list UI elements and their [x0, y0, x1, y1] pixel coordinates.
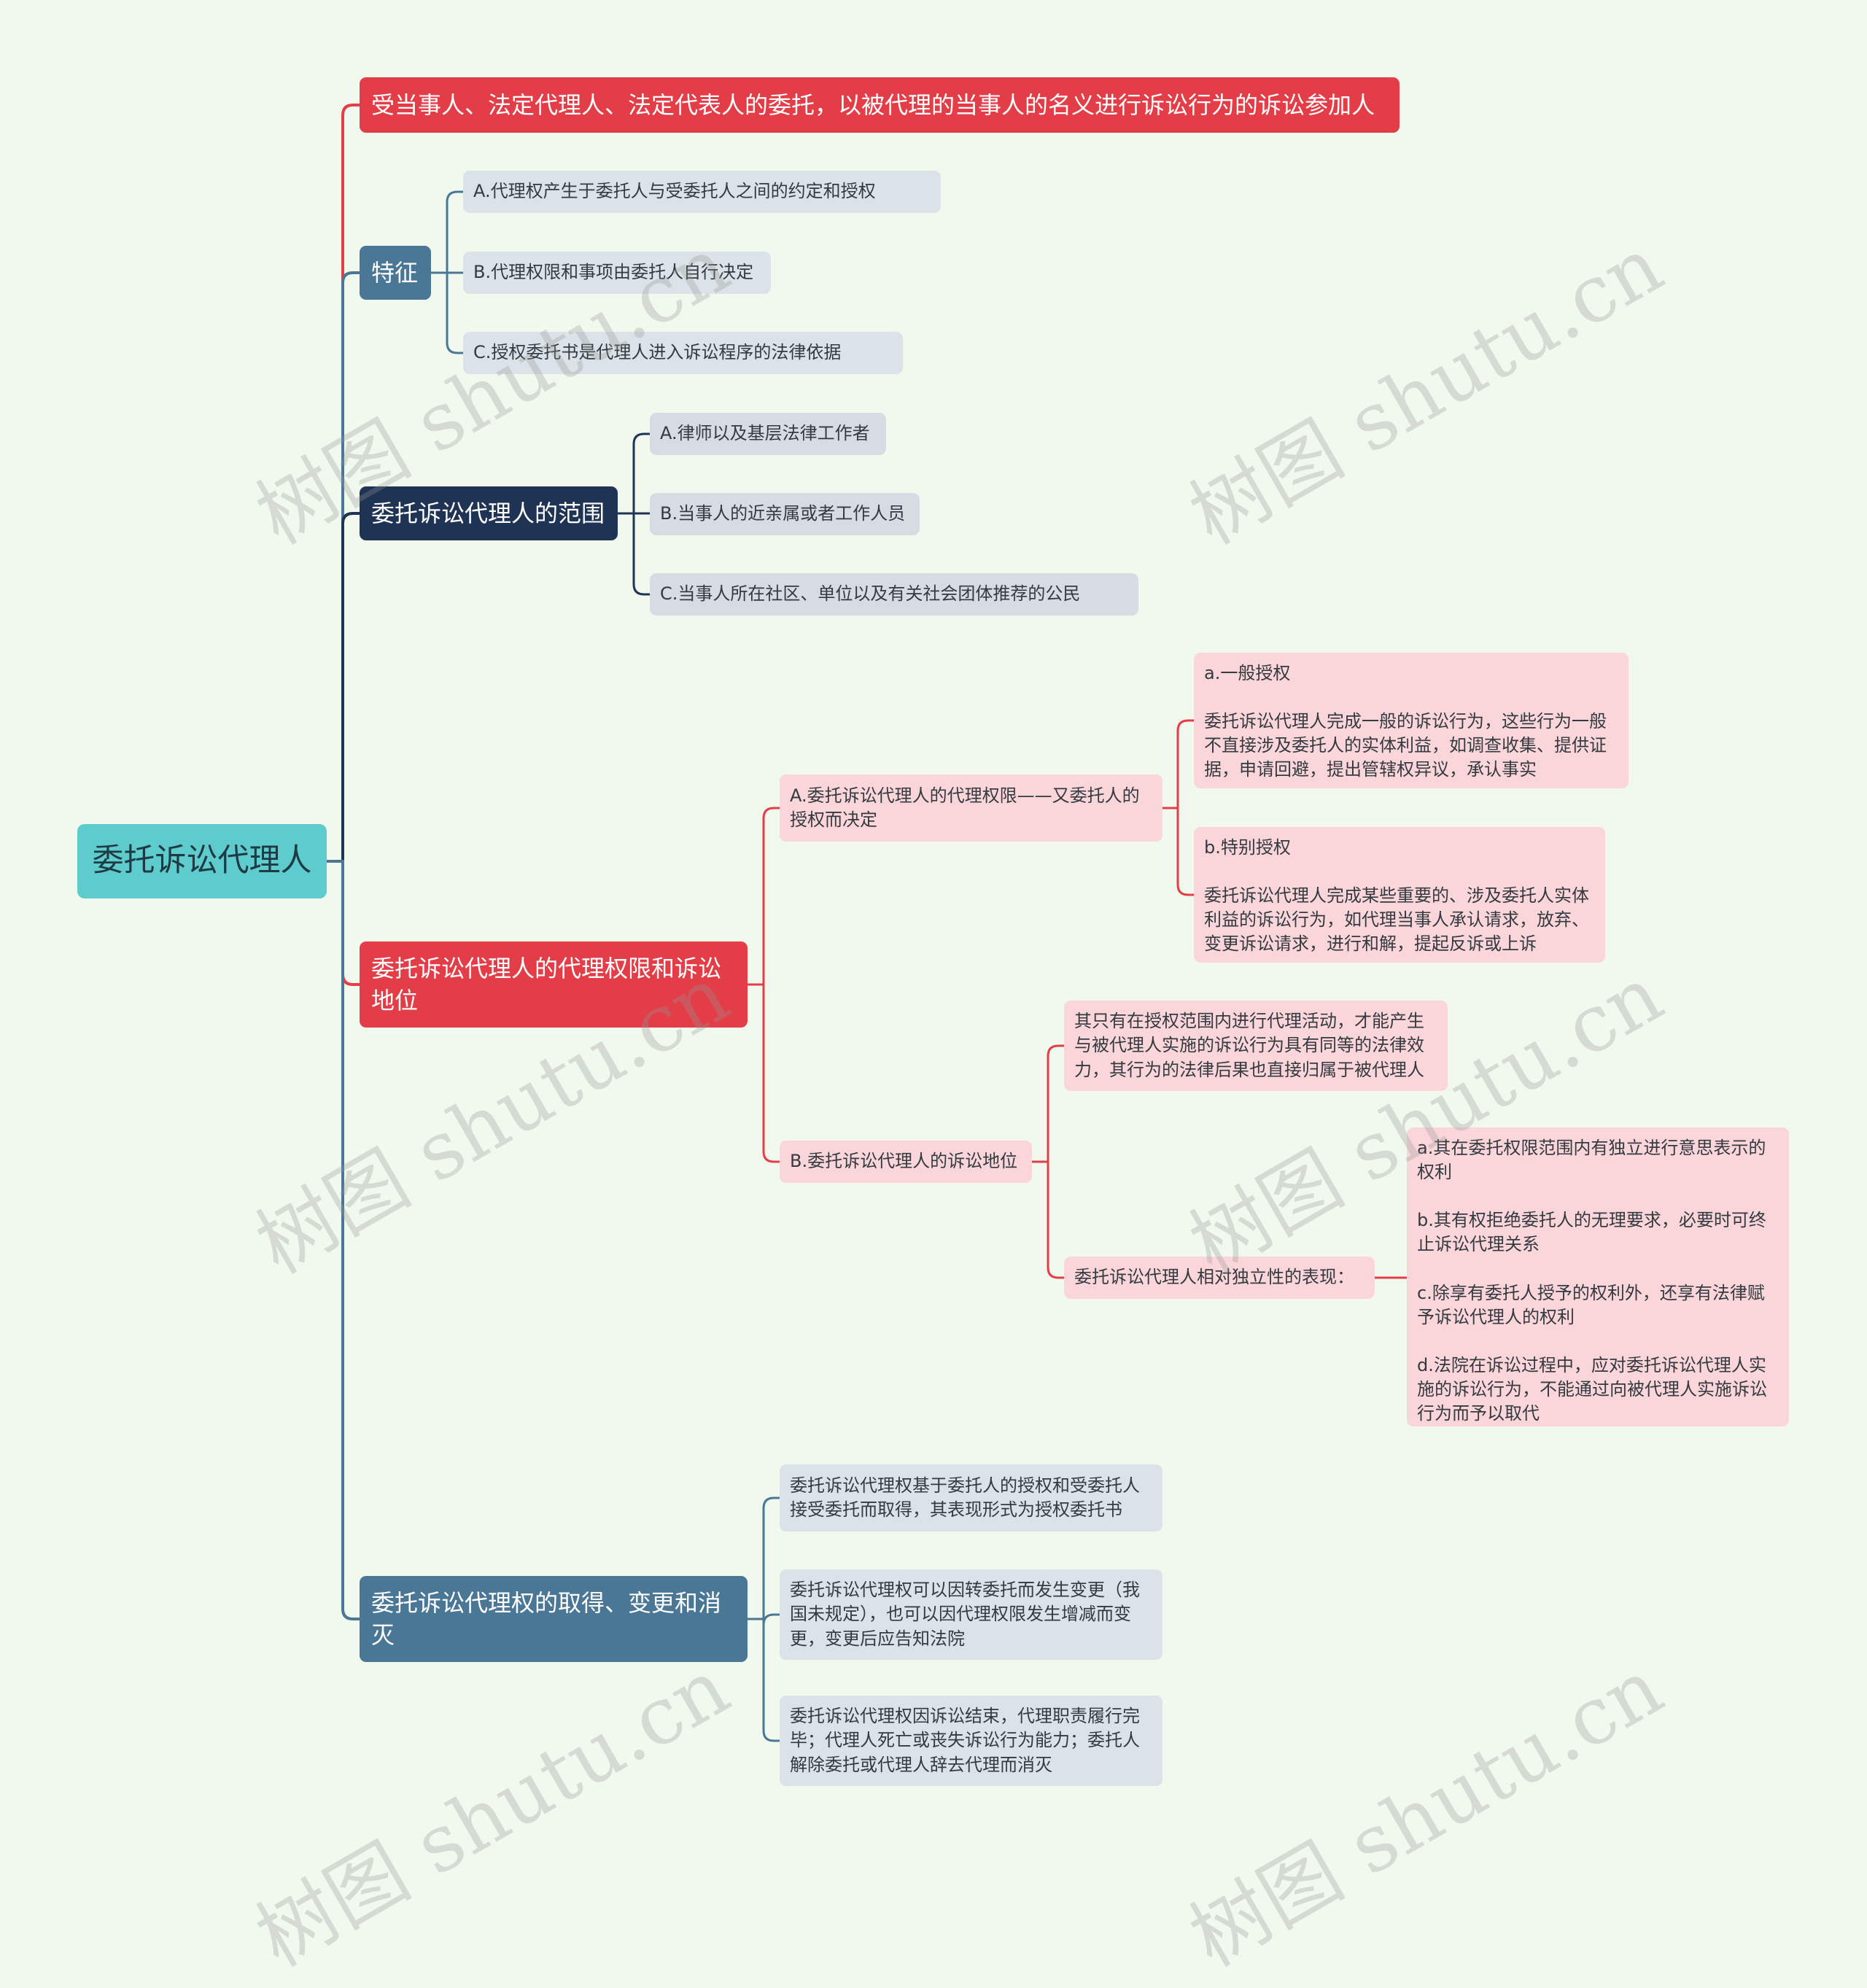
scope-node[interactable]: 委托诉讼代理人的范围	[360, 486, 618, 540]
feature-item-c[interactable]: C.授权委托书是代理人进入诉讼程序的法律依据	[463, 332, 903, 374]
connector-status-0	[1032, 1044, 1064, 1163]
connector-root-features	[327, 271, 360, 863]
definition-node[interactable]: 受当事人、法定代理人、法定代表人的委托，以被代理的当事人的名义进行诉讼行为的诉讼…	[360, 77, 1400, 133]
root-topic[interactable]: 委托诉讼代理人	[77, 824, 327, 898]
authority-node[interactable]: 委托诉讼代理人的代理权限和诉讼地位	[360, 941, 748, 1028]
general-authorization-note[interactable]: a.一般授权 委托诉讼代理人完成一般的诉讼行为，这些行为一般不直接涉及委托人的实…	[1194, 653, 1629, 788]
connector-limits-0	[1162, 719, 1194, 809]
scope-item-b[interactable]: B.当事人的近亲属或者工作人员	[650, 493, 920, 535]
lifecycle-item-extinguish[interactable]: 委托诉讼代理权因诉讼结束，代理职责履行完毕；代理人死亡或丧失诉讼行为能力；委托人…	[780, 1696, 1162, 1786]
feature-item-b[interactable]: B.代理权限和事项由委托人自行决定	[463, 252, 771, 294]
connector-root-lifecycle	[327, 860, 360, 1620]
legal-effect-node[interactable]: 其只有在授权范围内进行代理活动，才能产生与被代理人实施的诉讼行为具有同等的法律效…	[1064, 1001, 1448, 1091]
lifecycle-item-change[interactable]: 委托诉讼代理权可以因转委托而发生变更（我国未规定），也可以因代理权限发生增减而变…	[780, 1569, 1162, 1660]
connector-root-definition	[327, 104, 360, 863]
features-node[interactable]: 特征	[360, 246, 431, 300]
connector-authority-1	[748, 983, 780, 1163]
connector-lifecycle-0	[748, 1496, 780, 1620]
lifecycle-node[interactable]: 委托诉讼代理权的取得、变更和消灭	[360, 1576, 748, 1662]
connector-lifecycle-2	[748, 1618, 780, 1742]
connector-limits-1	[1162, 807, 1194, 896]
independence-list-note[interactable]: a.其在委托权限范围内有独立进行意思表示的权利 b.其有权拒绝委托人的无理要求，…	[1407, 1127, 1789, 1426]
scope-item-a[interactable]: A.律师以及基层法律工作者	[650, 413, 886, 455]
independence-node[interactable]: 委托诉讼代理人相对独立性的表现：	[1064, 1257, 1375, 1299]
connector-lines	[327, 104, 1407, 1742]
connector-authority-0	[748, 807, 780, 986]
connector-scope-0	[618, 432, 650, 515]
connector-root-scope	[327, 512, 360, 863]
scope-item-c[interactable]: C.当事人所在社区、单位以及有关社会团体推荐的公民	[650, 573, 1138, 616]
connector-status-1	[1032, 1160, 1064, 1279]
special-authorization-note[interactable]: b.特别授权 委托诉讼代理人完成某些重要的、涉及委托人实体利益的诉讼行为，如代理…	[1194, 827, 1605, 963]
connector-scope-2	[618, 512, 650, 596]
lifecycle-item-acquire[interactable]: 委托诉讼代理权基于委托人的授权和受委托人接受委托而取得，其表现形式为授权委托书	[780, 1464, 1162, 1531]
authority-limits-node[interactable]: A.委托诉讼代理人的代理权限——又委托人的授权而决定	[780, 774, 1162, 842]
connector-feature-2	[431, 271, 463, 354]
litigation-status-node[interactable]: B.委托诉讼代理人的诉讼地位	[780, 1141, 1032, 1183]
feature-item-a[interactable]: A.代理权产生于委托人与受委托人之间的约定和授权	[463, 171, 941, 213]
connector-feature-0	[431, 190, 463, 274]
